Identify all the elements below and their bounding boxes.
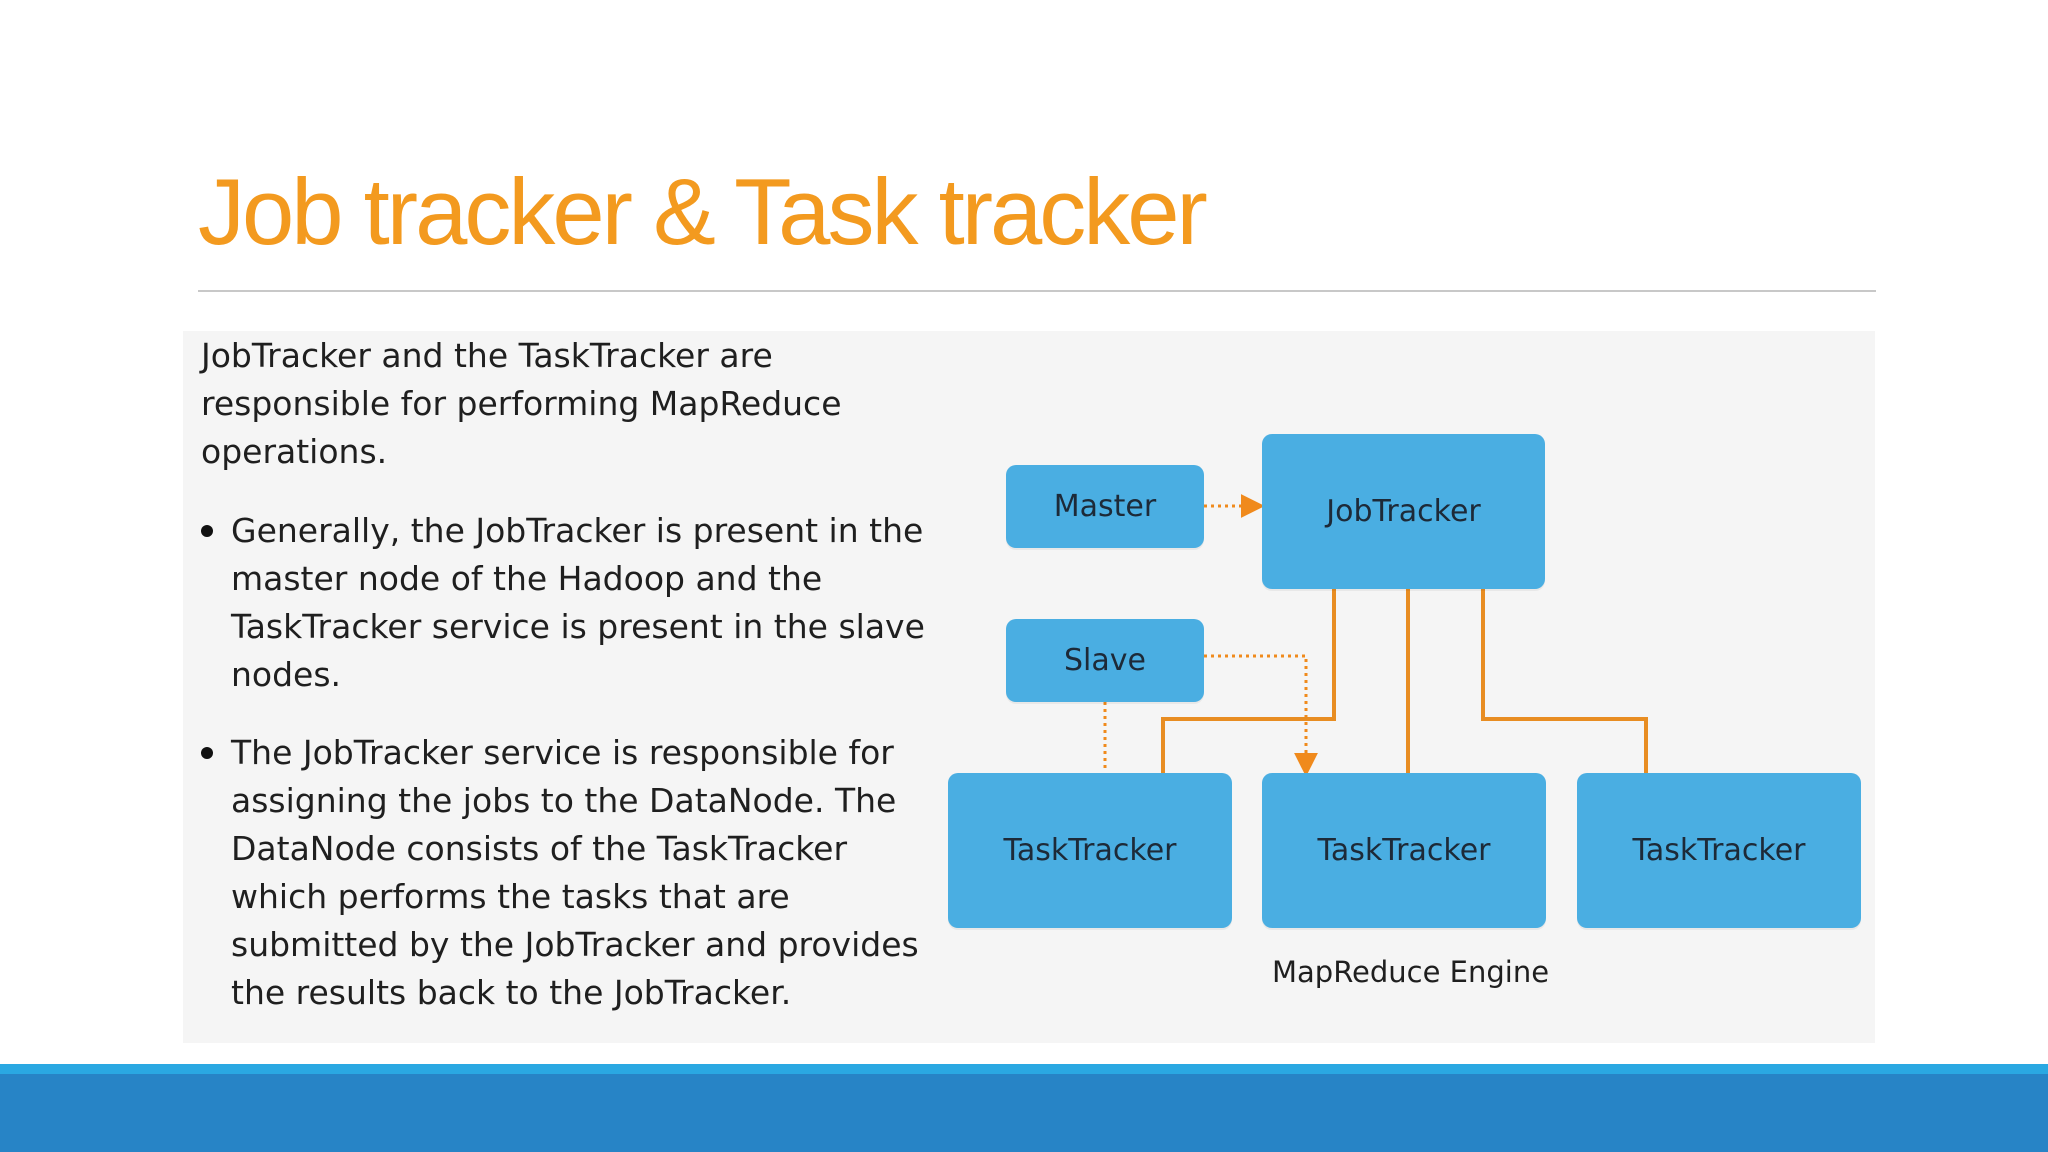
intro-paragraph: JobTracker and the TaskTracker are respo… — [201, 336, 842, 471]
bullet-text-1: Generally, the JobTracker is present in … — [231, 511, 925, 694]
bullet-text-2: The JobTracker service is responsible fo… — [231, 733, 919, 1012]
mapreduce-engine-caption: MapReduce Engine — [1272, 955, 1550, 989]
jobtracker-node: JobTracker — [1262, 434, 1545, 589]
bullet-icon — [201, 525, 213, 537]
slave-to-task-center-arrow — [1204, 654, 1318, 777]
footer-band — [0, 1074, 2048, 1152]
tasktracker-left-node: TaskTracker — [948, 773, 1232, 928]
tasktracker-center-node: TaskTracker — [1262, 773, 1546, 928]
tasktracker-right-node: TaskTracker — [1577, 773, 1861, 928]
title-divider — [198, 290, 1876, 292]
diagram-connectors — [1103, 494, 1648, 777]
mapreduce-diagram: Master JobTracker Slave TaskTracker Task… — [920, 420, 1870, 1000]
jobtracker-to-task-left-line — [1161, 589, 1336, 773]
jobtracker-to-task-right-line — [1481, 589, 1648, 773]
slave-node: Slave — [1006, 619, 1204, 702]
master-node: Master — [1006, 465, 1204, 548]
footer-accent-bar — [0, 1064, 2048, 1074]
bullet-icon — [201, 747, 213, 759]
slide-title: Job tracker & Task tracker — [198, 159, 1208, 264]
